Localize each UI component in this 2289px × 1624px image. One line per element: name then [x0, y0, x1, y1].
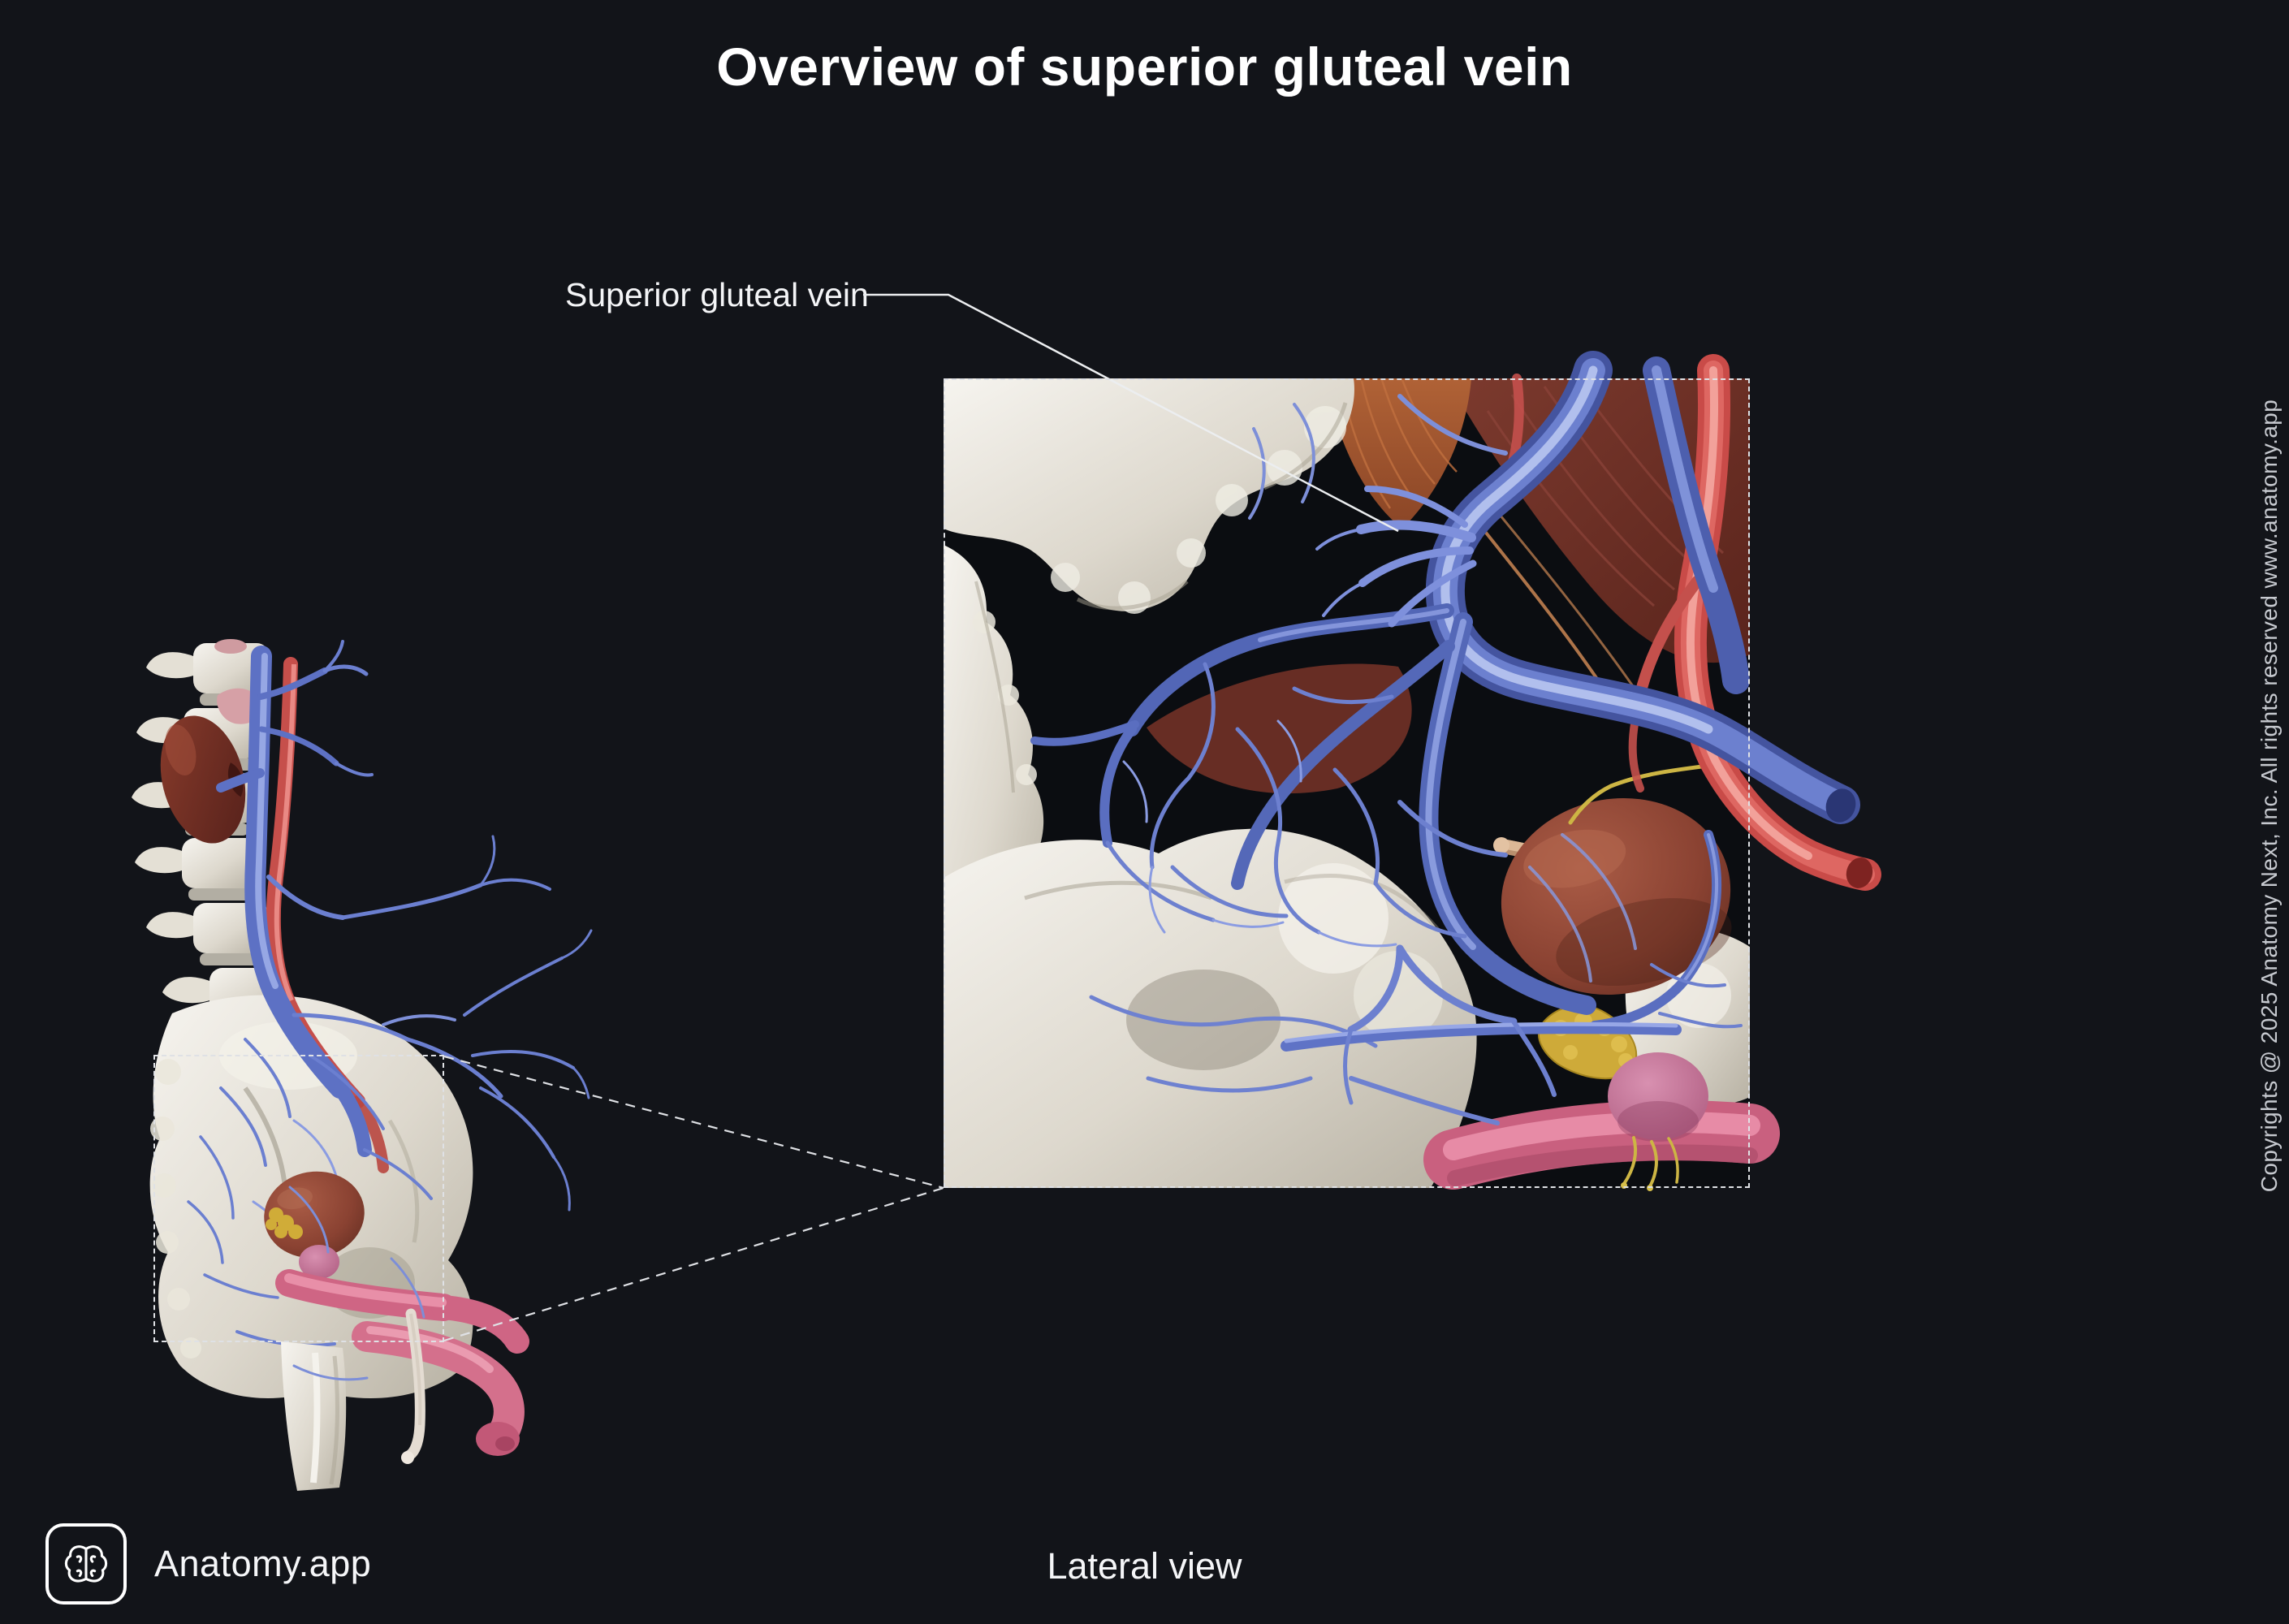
surface-vein-twigs — [288, 1186, 425, 1381]
brand-link[interactable]: Anatomy.app — [45, 1523, 371, 1605]
brand-logo-badge — [45, 1523, 127, 1605]
detail-figure — [944, 351, 1881, 1191]
internal-iliac-vein — [1030, 351, 1860, 1030]
rectum-detail — [1423, 1100, 1780, 1190]
spermatic-cord — [401, 1308, 425, 1464]
page-title: Overview of superior gluteal vein — [716, 37, 1573, 97]
detail-view-box — [944, 378, 1750, 1188]
brain-icon — [64, 1545, 108, 1583]
brand-name: Anatomy.app — [154, 1543, 372, 1584]
femur — [281, 1341, 347, 1491]
prostate — [299, 1245, 339, 1279]
iliac-vein — [216, 640, 374, 1157]
detail-illustration — [944, 351, 1881, 1191]
highlight-region-box — [153, 1055, 444, 1342]
prostate-detail — [1608, 1052, 1708, 1142]
overview-illustration — [132, 639, 593, 1491]
seminal-vesicle — [266, 1207, 303, 1239]
copyright-text: Copyrights @ 2025 Anatomy Next, Inc. All… — [2257, 399, 2282, 1193]
annotation-label: Superior gluteal vein — [565, 276, 869, 313]
view-caption: Lateral view — [1047, 1545, 1242, 1587]
venous-plexus — [1089, 394, 1743, 1125]
overview-figure — [122, 633, 593, 1494]
ischium-bone — [944, 828, 1477, 1188]
